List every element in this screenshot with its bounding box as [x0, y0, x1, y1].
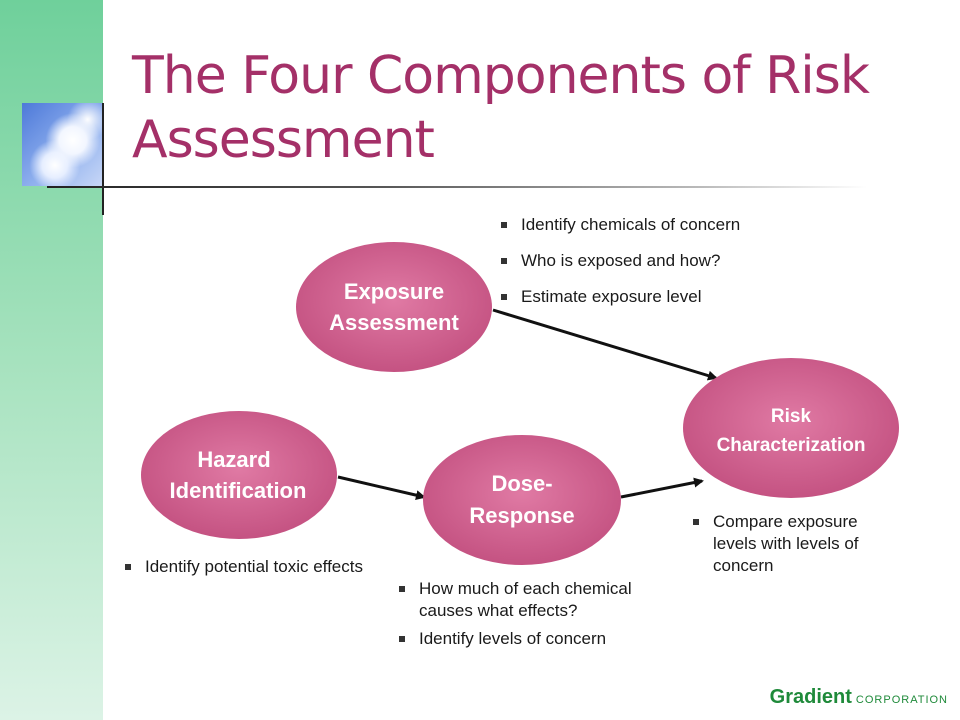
list-item: Identify chemicals of concern — [500, 214, 830, 236]
dose-response-node — [423, 435, 621, 565]
list-item: Estimate exposure level — [500, 286, 830, 308]
list-item: Compare exposure levels with levels of c… — [692, 511, 902, 577]
risk-bullet-list: Compare exposure levels with levels of c… — [692, 511, 902, 577]
vertical-rule — [102, 103, 104, 215]
dose-bullet-list: How much of each chemical causes what ef… — [398, 578, 648, 650]
risk-node-label-2: Characterization — [717, 435, 866, 456]
list-item: How much of each chemical causes what ef… — [398, 578, 648, 622]
hazard-identification-node — [141, 411, 337, 539]
list-item: Identify levels of concern — [398, 628, 648, 650]
hazard-node-label-2: Identification — [170, 478, 307, 503]
exposure-node-label-2: Assessment — [329, 310, 459, 335]
exposure-node-label-1: Exposure — [344, 279, 444, 304]
horizontal-rule — [47, 186, 867, 188]
list-item: Identify potential toxic effects — [124, 556, 364, 578]
footer-corporation: CORPORATION — [855, 694, 948, 706]
risk-node-label-1: Risk — [771, 406, 812, 427]
arrow-hazard-to-dose — [337, 475, 426, 501]
list-item: Who is exposed and how? — [500, 250, 830, 272]
exposure-assessment-node — [296, 242, 492, 372]
footer-brand: Gradient — [769, 686, 852, 708]
hazard-node-label-1: Hazard — [197, 447, 270, 472]
risk-characterization-node — [683, 358, 899, 498]
arrow-dose-to-risk — [620, 477, 704, 499]
exposure-bullet-list: Identify chemicals of concern Who is exp… — [500, 214, 830, 308]
hazard-bullet-list: Identify potential toxic effects — [124, 556, 364, 578]
sky-clouds-image — [22, 103, 104, 186]
dose-node-label-2: Response — [469, 503, 574, 528]
arrow-exposure-to-risk — [492, 308, 718, 381]
slide-title: The Four Components of Risk Assessment — [132, 46, 870, 170]
dose-node-label-1: Dose- — [491, 471, 552, 496]
